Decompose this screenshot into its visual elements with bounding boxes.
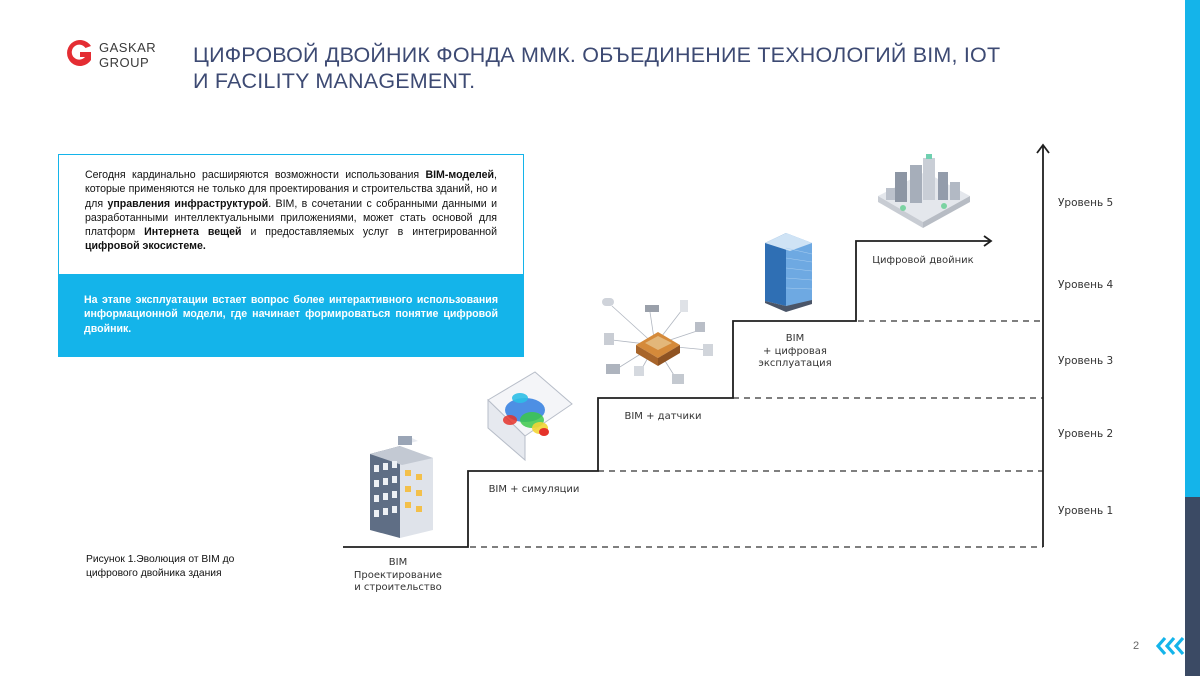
iot-sensors-icon — [602, 298, 713, 384]
building-icon — [370, 436, 433, 538]
highlight-text-box: На этапе эксплуатации встает вопрос боле… — [58, 275, 524, 357]
stage-4-line1: BIM — [785, 333, 805, 344]
level-5-label: Уровень 5 — [1058, 197, 1114, 209]
skyscraper-icon — [765, 233, 813, 312]
stage-1-line1: BIM — [388, 557, 408, 568]
level-4-label: Уровень 4 — [1058, 279, 1114, 291]
stage-3-label: BIM + датчики — [624, 411, 702, 422]
staircase-line — [343, 240, 990, 548]
highlight-paragraph: На этапе эксплуатации встает вопрос боле… — [84, 294, 498, 335]
right-accent-bar — [1185, 0, 1200, 676]
title-line2: и Facility management. — [193, 69, 476, 93]
stage-5-label: Цифровой двойник — [872, 255, 974, 266]
page-title: Цифровой двойник фонда ММК. Объединение … — [193, 42, 1093, 94]
intro-bold-4: цифровой экосистеме. — [85, 240, 206, 253]
stage-1-line3: и строительство — [354, 582, 442, 593]
simulation-icon — [487, 371, 573, 462]
logo-line2: GROUP — [99, 55, 150, 70]
level-2-label: Уровень 2 — [1058, 428, 1114, 440]
stage-2-label: BIM + симуляции — [488, 484, 580, 495]
caption-line1: Рисунок 1.Эволюция от BIM до — [86, 554, 235, 565]
accent-bar-top — [1185, 0, 1200, 497]
figure-caption: Рисунок 1.Эволюция от BIM до цифрового д… — [86, 553, 286, 580]
level-1-label: Уровень 1 — [1058, 505, 1114, 517]
staircase-arrowhead — [983, 235, 993, 247]
stage-4-line3: эксплуатация — [758, 358, 832, 369]
intro-text-3: . BIM, в сочетании с собранными данными … — [85, 197, 498, 239]
intro-bold-3: Интернета вещей — [144, 226, 242, 239]
intro-text-box: Сегодня кардинально расширяются возможно… — [58, 154, 524, 275]
title-line1: Цифровой двойник фонда ММК. Объединение … — [193, 43, 1001, 67]
intro-text-2: , которые применяются не только для прое… — [85, 169, 497, 210]
stage-4-label: BIM + цифровая эксплуатация — [735, 333, 855, 371]
intro-text-1: Сегодня кардинально расширяются возможно… — [85, 169, 426, 181]
chevrons-left-icon[interactable] — [1156, 635, 1186, 657]
intro-bold-1: BIM-моделей — [425, 169, 495, 181]
intro-text-4: и предоставляемых услуг в интегрированно… — [241, 226, 497, 239]
accent-bar-bottom — [1185, 497, 1200, 676]
company-logo[interactable]: GASKAR GROUP — [64, 37, 174, 73]
logo-icon — [67, 40, 91, 66]
city-icon — [878, 154, 970, 228]
logo-line1: GASKAR — [99, 40, 157, 55]
logo-text: GASKAR GROUP — [99, 40, 156, 70]
level-dividers — [470, 320, 1043, 548]
intro-bold-2: управления инфраструктурой — [107, 197, 269, 210]
stage-1-line2: Проектирование — [353, 569, 443, 581]
stage-4-line2: + цифровая — [763, 345, 827, 357]
axis-arrowhead — [1036, 143, 1050, 154]
intro-paragraph: Сегодня кардинально расширяются возможно… — [85, 168, 497, 254]
caption-line2: цифрового двойника здания — [86, 567, 222, 579]
level-3-label: Уровень 3 — [1058, 355, 1114, 367]
page-number: 2 — [1133, 640, 1140, 652]
stage-1-label: BIM Проектирование и строительство — [338, 557, 458, 595]
